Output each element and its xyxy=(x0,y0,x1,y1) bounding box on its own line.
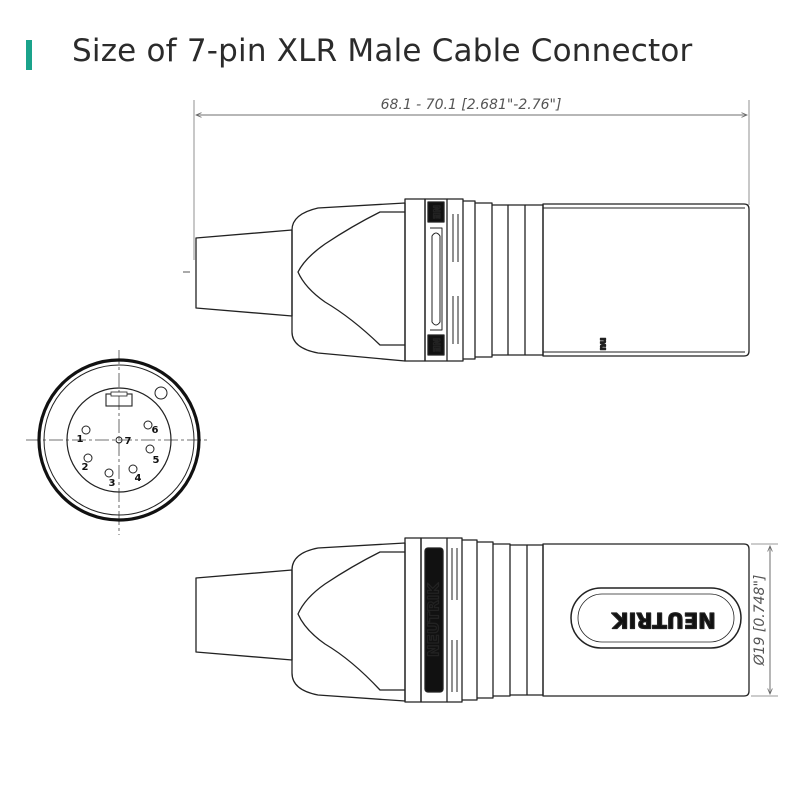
page-title: Size of 7-pin XLR Male Cable Connector xyxy=(72,33,693,69)
pin-label-5: 5 xyxy=(153,455,160,466)
length-label: 68.1 - 70.1 [2.681"-2.76"] xyxy=(381,97,562,113)
pin-label-4: 4 xyxy=(135,473,142,484)
diameter-dimension: Ø19 [0.748"] xyxy=(751,543,778,697)
pin-label-2: 2 xyxy=(82,462,89,473)
title-accent-bar xyxy=(26,40,32,70)
length-dimension: 68.1 - 70.1 [2.681"-2.76"] xyxy=(193,97,750,260)
body-brand-text: NEUTRIK xyxy=(612,608,716,632)
side-brand-mark-top: NE xyxy=(431,205,441,219)
pin-label-6: 6 xyxy=(152,425,159,436)
top-side-view: NE NE nu xyxy=(195,198,750,362)
side-brand-mark-bottom: NE xyxy=(431,338,441,352)
pin-label-3: 3 xyxy=(109,478,116,489)
pin-label-7: 7 xyxy=(125,436,132,447)
diameter-label: Ø19 [0.748"] xyxy=(752,575,768,667)
pin-label-1: 1 xyxy=(77,434,84,445)
side-brand-mark-small: nu xyxy=(598,338,608,351)
bottom-side-view: NEUTRIK NEUTRIK xyxy=(195,537,750,703)
front-face-view: 1 2 3 4 5 6 7 xyxy=(26,350,210,535)
collar-brand-text: NEUTRIK xyxy=(425,582,443,657)
